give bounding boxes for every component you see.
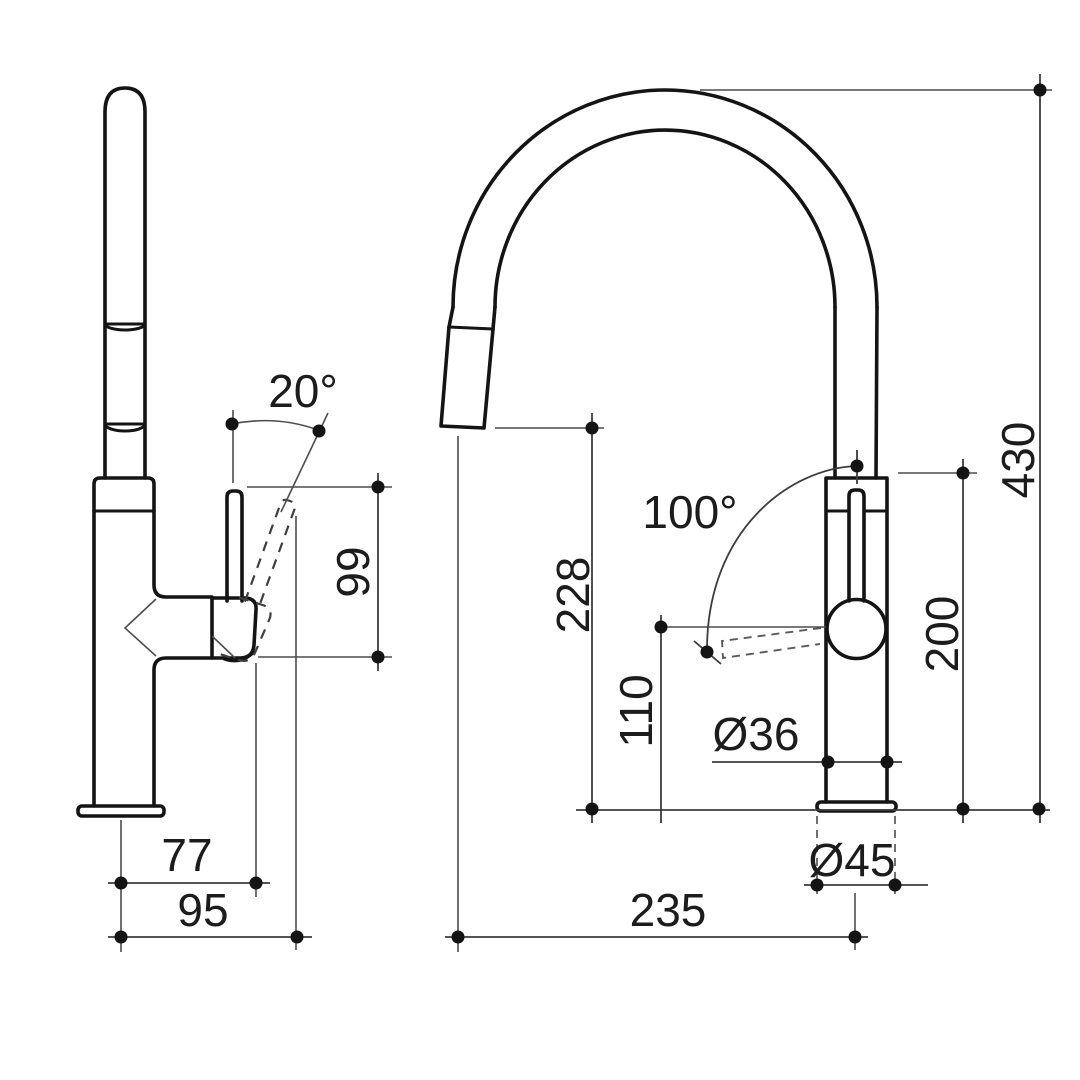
- dim-handle-height-99: 99: [247, 473, 392, 671]
- label-95: 95: [177, 884, 228, 936]
- label-77: 77: [161, 829, 212, 881]
- label-430: 430: [992, 422, 1044, 499]
- side-spout-cone: [123, 598, 157, 657]
- side-view: 20° 99 77 95: [76, 86, 392, 952]
- side-handle-tilted-dashed: [214, 498, 297, 662]
- front-view: 100° 228 110 Ø36: [439, 74, 1052, 952]
- front-handle-pivot: [825, 597, 888, 661]
- dim-pivot-height-110: 110: [610, 615, 826, 823]
- side-handle-stick: [225, 489, 244, 603]
- dim-handle-reach-77: 77: [108, 663, 270, 952]
- front-sprayer: [439, 325, 495, 430]
- side-lever-block: [210, 596, 258, 660]
- front-sprayer-seam: [447, 325, 495, 331]
- side-collar: [92, 476, 156, 513]
- label-dia45: Ø45: [809, 834, 896, 886]
- front-handle-stick: [847, 488, 866, 603]
- label-20deg: 20°: [268, 365, 338, 417]
- label-100deg: 100°: [642, 486, 737, 538]
- front-body: [824, 476, 889, 804]
- dim-handle-top-height-200: 200: [898, 459, 977, 823]
- front-handle-open-dashed: [720, 627, 822, 660]
- label-110: 110: [610, 674, 662, 747]
- dim-body-diameter-36: Ø36: [712, 708, 902, 769]
- label-235: 235: [630, 884, 707, 936]
- side-spout-tube: [103, 86, 147, 480]
- front-right-leg: [833, 305, 879, 480]
- dim-outlet-height-228: 228: [495, 413, 604, 823]
- side-body-arm-bottom: [152, 656, 214, 808]
- front-base-flange: [815, 800, 898, 813]
- side-spout-seam-upper: [103, 322, 147, 332]
- side-body-arm-top: [152, 509, 214, 599]
- dim-handle-swing-100: 100°: [642, 450, 864, 665]
- front-gooseneck-outer: [451, 88, 879, 309]
- front-left-leg-outer: [447, 305, 455, 329]
- dim-base-diameter-45: Ø45: [804, 816, 928, 900]
- side-spout-seam-lower: [103, 422, 147, 433]
- label-200: 200: [916, 596, 968, 673]
- label-228: 228: [547, 557, 599, 634]
- dim-handle-reach-tilted-95: 95: [108, 516, 312, 950]
- label-99: 99: [327, 546, 379, 597]
- front-gooseneck-inner: [493, 128, 837, 309]
- side-base-flange: [76, 804, 166, 818]
- dim-overall-height-430: 430: [700, 74, 1052, 823]
- dim-spout-reach-235: 235: [445, 436, 868, 952]
- side-lever-detail: [211, 635, 236, 659]
- front-left-leg-inner: [491, 305, 497, 331]
- dim-handle-angle-20: 20°: [225, 365, 338, 513]
- label-dia36: Ø36: [713, 708, 800, 760]
